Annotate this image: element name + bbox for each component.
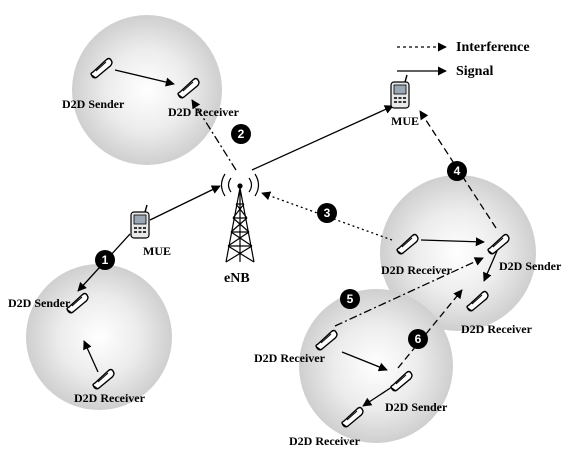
signal-bc-to-receiver <box>362 384 396 407</box>
label-d2d-receiver-bc: D2D Receiver <box>254 351 326 365</box>
svg-text:5: 5 <box>347 292 354 306</box>
label-enb: eNB <box>224 271 250 286</box>
interference-6 <box>397 289 463 369</box>
svg-text:1: 1 <box>102 253 109 267</box>
cell-bottom-left <box>26 264 172 410</box>
label-d2d-sender-top: D2D Sender <box>62 97 125 111</box>
label-d2d-receiver-bottom: D2D Receiver <box>289 434 361 448</box>
signal-mue-to-enb <box>149 185 221 221</box>
interference-enb-to-d2d-receiver-top <box>191 99 237 171</box>
label-d2d-sender-bl: D2D Sender <box>8 296 71 310</box>
label-d2d-receiver-right-low: D2D Receiver <box>461 322 533 336</box>
cell-right <box>380 175 536 331</box>
interference-d2d-receiver-to-enb <box>261 191 393 241</box>
svg-text:3: 3 <box>324 206 331 220</box>
legend: Interference Signal <box>397 40 530 79</box>
label-d2d-receiver-top: D2D Receiver <box>168 105 240 119</box>
labels: D2D Sender D2D Receiver MUE MUE eNB D2D … <box>8 97 562 448</box>
label-d2d-sender-right: D2D Sender <box>499 259 562 273</box>
signal-top-cell <box>114 69 175 87</box>
label-mue-top: MUE <box>391 114 419 128</box>
mue-left-phone-icon <box>130 204 150 239</box>
legend-interference-label: Interference <box>456 40 530 55</box>
markers: 1 2 3 4 5 6 <box>95 124 467 349</box>
interference-5 <box>334 257 484 327</box>
cell-top-left <box>72 15 222 165</box>
label-d2d-receiver-right: D2D Receiver <box>381 263 453 277</box>
label-d2d-sender-bc: D2D Sender <box>385 400 448 414</box>
svg-text:2: 2 <box>238 127 245 141</box>
signal-enb-to-mue <box>251 105 394 171</box>
signal-bl-cell <box>83 340 99 373</box>
signal-bc-cell <box>341 351 388 372</box>
signal-right-cell <box>420 237 485 247</box>
marker-2: 2 <box>231 124 251 144</box>
interference-sender-to-receiver-right <box>483 250 498 282</box>
marker-5: 5 <box>340 289 360 309</box>
svg-text:4: 4 <box>454 164 461 178</box>
mue-top-phone-icon <box>390 74 410 109</box>
legend-signal-label: Signal <box>456 64 493 79</box>
label-mue-left: MUE <box>143 244 171 258</box>
marker-4: 4 <box>447 161 467 181</box>
marker-6: 6 <box>408 329 428 349</box>
marker-1: 1 <box>95 250 115 270</box>
label-d2d-receiver-bl: D2D Receiver <box>74 391 146 405</box>
enb-tower-icon <box>220 173 260 263</box>
marker-3: 3 <box>317 203 337 223</box>
svg-text:6: 6 <box>415 332 422 346</box>
